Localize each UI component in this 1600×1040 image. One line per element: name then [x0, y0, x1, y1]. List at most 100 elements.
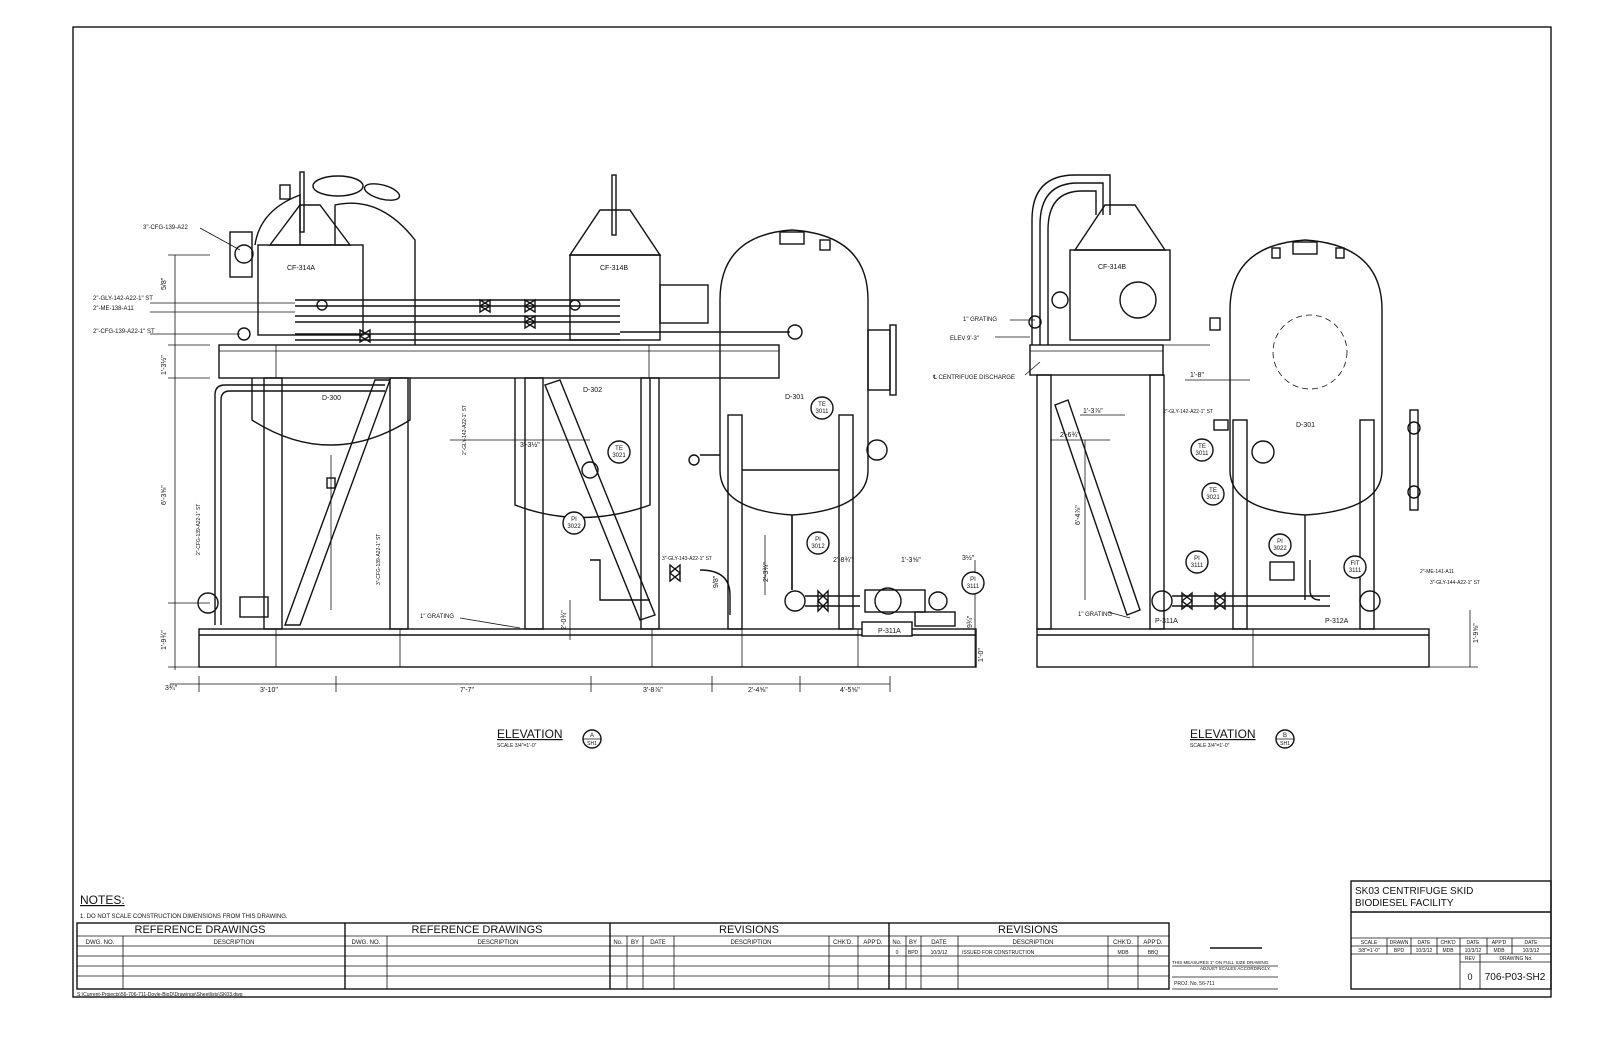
svg-text:3022: 3022: [1273, 546, 1287, 552]
elevation-a-title: ELEVATION SCALE 3/4"=1'-0" A SH1: [497, 727, 602, 749]
file-path: S:\Current-Projects\56-706-711-Doyle-Bio…: [77, 992, 243, 998]
label-p311a: P-311A: [878, 628, 901, 635]
instrument-pi-3012: PI 3012: [806, 531, 830, 555]
dim-b-d2: 1'-3⅞": [1083, 408, 1103, 415]
dim-mid4: 3½": [962, 554, 975, 562]
svg-text:SCALE 3/4"=1'-0": SCALE 3/4"=1'-0": [497, 743, 537, 749]
instrument-b-te-3021: TE 3021: [1201, 482, 1225, 506]
svg-text:APP'D.: APP'D.: [863, 940, 882, 946]
label-pipe-gly-143: 3"-GLY-143-A22-1" ST: [662, 556, 712, 562]
dim-mid3: 1'-3⅝": [901, 557, 921, 564]
svg-text:SH1: SH1: [587, 741, 597, 747]
svg-text:3/8"=1'-0": 3/8"=1'-0": [1358, 948, 1380, 954]
label-cf314b: CF-314B: [600, 265, 628, 272]
title-block-title1: SK03 CENTRIFUGE SKID: [1355, 886, 1473, 897]
svg-text:DRAWN: DRAWN: [1390, 940, 1409, 946]
svg-text:DATE: DATE: [650, 940, 666, 946]
svg-text:SH1: SH1: [1280, 741, 1290, 747]
svg-text:BPD: BPD: [908, 950, 919, 956]
instrument-te-3011: TE 3011: [810, 396, 834, 420]
svg-text:3111: 3111: [1191, 563, 1204, 569]
svg-text:BY: BY: [631, 940, 639, 946]
svg-text:MDB: MDB: [1493, 948, 1505, 954]
notes-heading: NOTES:: [80, 893, 125, 907]
svg-text:DATE: DATE: [1467, 940, 1481, 946]
svg-text:A: A: [590, 733, 594, 739]
svg-text:3011: 3011: [816, 409, 830, 415]
label-vert-gly: 2"-GLY-142-A22-1" ST: [462, 405, 468, 455]
instrument-te-3021: TE 3021: [607, 440, 631, 464]
label-b-elev: ELEV 9'-3": [950, 336, 979, 342]
label-d301: D-301: [785, 394, 804, 401]
line-label-cfg-139: 3"-CFG-139-A22: [143, 225, 188, 231]
bottom-tables: REFERENCE DRAWINGS DWG. NO. DESCRIPTION …: [76, 922, 1170, 990]
svg-text:10/3/12: 10/3/12: [1416, 948, 1433, 954]
svg-text:PI: PI: [1277, 539, 1283, 545]
svg-text:CHK'D.: CHK'D.: [1113, 940, 1133, 946]
svg-text:TE: TE: [1198, 444, 1206, 450]
svg-text:PI: PI: [815, 537, 821, 543]
svg-text:DATE: DATE: [1525, 940, 1539, 946]
ref-table-2-col1: DWG. NO.: [352, 940, 381, 946]
svg-text:BBQ: BBQ: [1148, 950, 1159, 956]
dim-h7: 1'-0": [978, 648, 985, 662]
svg-text:No.: No.: [613, 940, 623, 946]
title-block: SK03 CENTRIFUGE SKID BIODIESEL FACILITY …: [1350, 880, 1552, 990]
dim-b5: 4'-5⅝": [840, 687, 860, 694]
svg-text:3012: 3012: [811, 544, 825, 550]
label-b-grating-top: 1" GRATING: [963, 317, 997, 323]
ref-table-2-col2: DESCRIPTION: [477, 940, 518, 946]
svg-text:APP'D: APP'D: [1492, 940, 1507, 946]
label-grating-a: 1" GRATING: [420, 614, 454, 620]
scale-note: THIS MEASURES 1" ON FULL SIZE DRAWING. A…: [1172, 947, 1278, 990]
svg-text:PROJ. No. 56-711: PROJ. No. 56-711: [1174, 981, 1215, 987]
svg-text:FIT: FIT: [1351, 561, 1360, 567]
label-b-pipe3: 3"-GLY-144-A22-1" ST: [1430, 580, 1480, 586]
instrument-b-pi-3022: PI 3022: [1268, 533, 1292, 557]
svg-text:REV: REV: [1465, 956, 1476, 962]
instrument-b-fit-3111: FIT 3111: [1343, 555, 1367, 579]
label-d302: D-302: [583, 387, 602, 394]
dim-b-d5: 1'-9⅝": [1473, 623, 1480, 643]
dim-b2: 7'-7": [460, 687, 474, 694]
elevation-b-title: ELEVATION SCALE 3/4"=1'-0" B SH1: [1190, 727, 1295, 749]
instrument-pi-3111: PI 3111: [961, 571, 985, 595]
svg-text:PI: PI: [970, 577, 976, 583]
title-block-title2: BIODIESEL FACILITY: [1355, 898, 1454, 909]
dim-b-d1: 1'-8": [1190, 372, 1204, 379]
svg-text:3022: 3022: [567, 524, 581, 530]
dim-b-d3: 2'-6¾": [1060, 432, 1080, 439]
dim-h2: 6'-3⅝": [161, 485, 168, 505]
label-vert-cfg-3: 3"-CFG-139-A22-1" ST: [376, 534, 382, 585]
svg-text:3111: 3111: [1349, 568, 1362, 574]
label-b-cf314b: CF-314B: [1098, 264, 1126, 271]
dim-mid2: 2'-8¾": [833, 557, 853, 564]
svg-text:CHK'D: CHK'D: [1440, 940, 1456, 946]
svg-text:PI: PI: [1194, 556, 1200, 562]
svg-text:10/3/12: 10/3/12: [931, 950, 948, 956]
note-1: 1. DO NOT SCALE CONSTRUCTION DIMENSIONS …: [80, 914, 288, 920]
label-b-p312a: P-312A: [1325, 618, 1349, 625]
dim-h1: 1'-3½": [160, 355, 168, 375]
svg-text:ISSUED FOR CONSTRUCTION: ISSUED FOR CONSTRUCTION: [962, 950, 1035, 956]
svg-text:DATE: DATE: [931, 940, 947, 946]
ref-table-1-col2: DESCRIPTION: [213, 940, 254, 946]
svg-text:PI: PI: [571, 517, 577, 523]
label-vert-cfg: 2"-CFG-139-A22-1" ST: [196, 504, 202, 555]
instrument-b-te-3011: TE 3011: [1190, 438, 1214, 462]
dim-b1: 3'-10": [260, 687, 278, 694]
dim-h5: 9/8": [713, 575, 720, 588]
rev-table-1-title: REVISIONS: [719, 924, 779, 936]
svg-text:THIS MEASURES 1" ON FULL SIZE: THIS MEASURES 1" ON FULL SIZE DRAWING.: [1172, 960, 1270, 965]
line-label-cfg-139-st: 2"-CFG-139-A22-1" ST: [93, 329, 155, 335]
svg-text:ELEVATION: ELEVATION: [497, 727, 563, 741]
svg-text:ADJUST SCALES ACCORDINGLY.: ADJUST SCALES ACCORDINGLY.: [1200, 966, 1271, 971]
svg-text:B: B: [1283, 733, 1287, 739]
svg-text:APP'D.: APP'D.: [1143, 940, 1162, 946]
dim-h8: 2'-0¾": [561, 610, 568, 630]
dim-mid1: 3'-3½": [520, 441, 540, 449]
label-b-d301: D-301: [1296, 422, 1315, 429]
upper-deck-b: [1029, 344, 1164, 376]
svg-text:BPD: BPD: [1394, 948, 1405, 954]
line-label-gly-142: 2"-GLY-142-A22-1" ST: [93, 296, 153, 302]
